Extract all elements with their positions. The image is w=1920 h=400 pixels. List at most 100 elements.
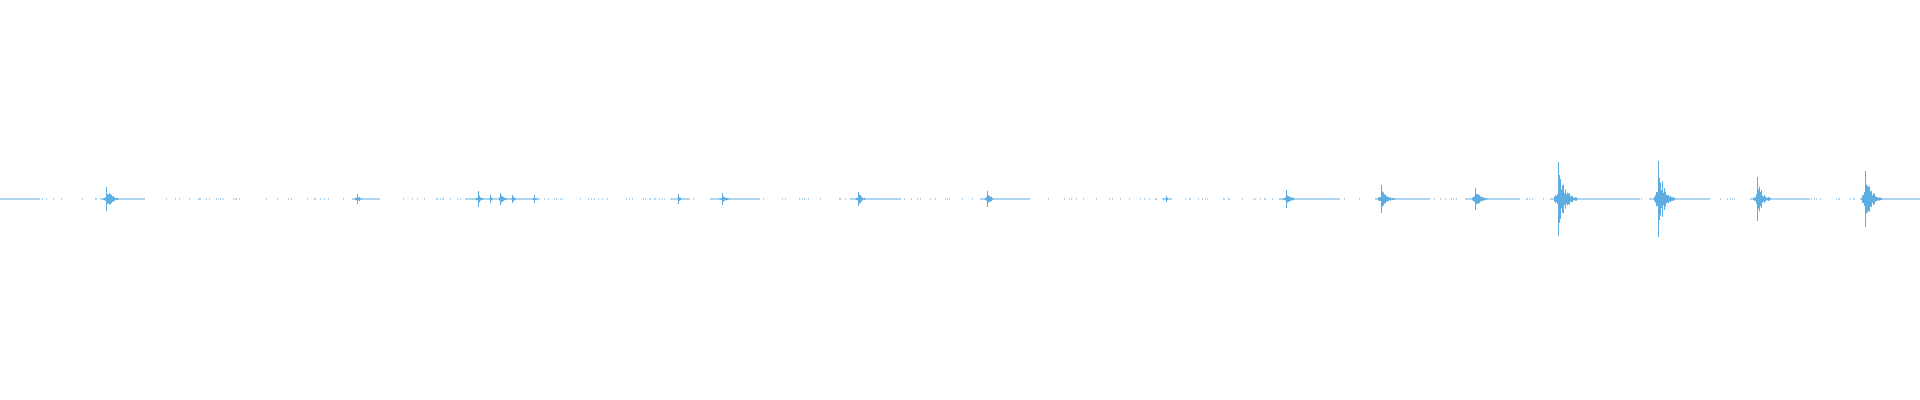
waveform-baseline-sample bbox=[693, 198, 694, 200]
waveform-baseline-sample bbox=[377, 198, 378, 200]
waveform-peak bbox=[987, 191, 988, 207]
waveform-baseline-sample bbox=[1653, 198, 1654, 200]
waveform-peak-tail bbox=[720, 198, 721, 200]
waveform-peak-tail bbox=[114, 197, 115, 201]
waveform-baseline-sample bbox=[1685, 198, 1686, 200]
waveform-baseline-sample bbox=[747, 198, 748, 200]
waveform-baseline-sample bbox=[32, 198, 33, 200]
waveform-baseline-sample bbox=[1401, 198, 1402, 200]
waveform-baseline-sample bbox=[1776, 198, 1777, 200]
waveform-baseline-sample bbox=[712, 198, 713, 200]
waveform-peak-tail bbox=[515, 198, 516, 200]
waveform-baseline-sample bbox=[1910, 198, 1911, 200]
waveform-peak-tail bbox=[365, 198, 366, 200]
waveform-baseline-sample bbox=[875, 198, 876, 200]
waveform-peak-tail bbox=[1555, 195, 1556, 203]
waveform-baseline-sample bbox=[1339, 198, 1340, 200]
waveform-baseline-sample bbox=[1885, 198, 1886, 200]
waveform-baseline-sample bbox=[1281, 198, 1282, 200]
waveform-baseline-sample bbox=[672, 198, 673, 200]
waveform-peak-tail bbox=[495, 198, 496, 200]
waveform-peak-tail bbox=[120, 198, 121, 200]
waveform-baseline-sample bbox=[1605, 198, 1606, 200]
waveform-baseline-sample bbox=[137, 198, 138, 200]
waveform-baseline-sample bbox=[424, 198, 425, 200]
waveform-baseline-sample bbox=[522, 198, 523, 200]
waveform-baseline-sample bbox=[982, 198, 983, 200]
waveform-peak-tail bbox=[501, 195, 502, 203]
waveform-peak-tail bbox=[1382, 191, 1383, 207]
waveform-peak-tail bbox=[1482, 197, 1483, 201]
waveform-baseline-sample bbox=[6, 198, 7, 200]
waveform-baseline-sample bbox=[1610, 198, 1611, 200]
waveform-baseline-sample bbox=[1512, 198, 1513, 200]
waveform-peak-tail bbox=[474, 198, 475, 200]
waveform-baseline-sample bbox=[1021, 198, 1022, 200]
waveform-peak-tail bbox=[1290, 196, 1291, 202]
waveform-baseline-sample bbox=[744, 198, 745, 200]
waveform-peak-tail bbox=[857, 197, 858, 201]
waveform-peak bbox=[722, 193, 723, 205]
waveform-baseline-sample bbox=[1020, 198, 1021, 200]
waveform-baseline-sample bbox=[785, 198, 786, 200]
waveform-peak-tail bbox=[864, 197, 865, 201]
waveform-peak-tail bbox=[1568, 193, 1569, 205]
waveform-baseline-sample bbox=[1027, 198, 1028, 200]
waveform-peak-tail bbox=[1556, 195, 1557, 203]
waveform-baseline-sample bbox=[1806, 198, 1807, 200]
waveform-baseline-sample bbox=[379, 198, 380, 200]
waveform-peak-tail bbox=[993, 198, 994, 200]
waveform-baseline-sample bbox=[853, 198, 854, 200]
waveform-baseline-sample bbox=[1005, 198, 1006, 200]
waveform-baseline-sample bbox=[1838, 198, 1839, 200]
waveform-baseline-sample bbox=[750, 198, 751, 200]
waveform-peak-tail bbox=[986, 197, 987, 201]
waveform-baseline-sample bbox=[1316, 198, 1317, 200]
waveform-baseline-sample bbox=[1696, 198, 1697, 200]
waveform-baseline-sample bbox=[1532, 198, 1533, 200]
waveform-baseline-sample bbox=[166, 198, 167, 200]
waveform-baseline-sample bbox=[1888, 198, 1889, 200]
waveform-baseline-sample bbox=[685, 198, 686, 200]
waveform-peak-tail bbox=[983, 198, 984, 200]
waveform-baseline-sample bbox=[872, 198, 873, 200]
waveform-peak-tail bbox=[509, 198, 510, 200]
waveform-peak-tail bbox=[677, 198, 678, 200]
waveform-baseline-sample bbox=[1628, 198, 1629, 200]
waveform-baseline-sample bbox=[1402, 198, 1403, 200]
waveform-baseline-sample bbox=[1750, 198, 1751, 200]
waveform-baseline-sample bbox=[1632, 198, 1633, 200]
waveform-baseline-sample bbox=[1425, 198, 1426, 200]
waveform-baseline-sample bbox=[123, 198, 124, 200]
waveform-baseline-sample bbox=[1682, 198, 1683, 200]
waveform-baseline-sample bbox=[1583, 198, 1584, 200]
waveform-baseline-sample bbox=[1253, 198, 1254, 200]
waveform-baseline-sample bbox=[1280, 198, 1281, 200]
waveform-baseline-sample bbox=[1427, 198, 1428, 200]
waveform-baseline-sample bbox=[1016, 198, 1017, 200]
waveform-baseline-sample bbox=[1706, 198, 1707, 200]
waveform-baseline-sample bbox=[1302, 198, 1303, 200]
waveform-baseline-sample bbox=[1681, 198, 1682, 200]
waveform-baseline-sample bbox=[529, 198, 530, 200]
waveform-baseline-sample bbox=[96, 198, 97, 200]
waveform-peak-tail bbox=[476, 197, 477, 201]
waveform-baseline-sample bbox=[1622, 198, 1623, 200]
waveform-peak-tail bbox=[1657, 192, 1658, 206]
waveform-peak-tail bbox=[1296, 198, 1297, 200]
waveform-peak-tail bbox=[1668, 194, 1669, 204]
waveform-peak-tail bbox=[1664, 188, 1665, 210]
waveform-baseline-sample bbox=[1801, 198, 1802, 200]
waveform-peak-tail bbox=[107, 194, 108, 204]
waveform-peak-tail bbox=[361, 198, 362, 200]
waveform-baseline-sample bbox=[403, 198, 404, 200]
waveform-baseline-sample bbox=[1329, 198, 1330, 200]
waveform-peak-tail bbox=[1488, 198, 1489, 200]
waveform-baseline-sample bbox=[594, 198, 595, 200]
waveform-baseline-sample bbox=[885, 198, 886, 200]
waveform-baseline-sample bbox=[1516, 198, 1517, 200]
waveform-baseline-sample bbox=[1337, 198, 1338, 200]
waveform-baseline-sample bbox=[556, 198, 557, 200]
waveform-peak bbox=[490, 195, 491, 203]
waveform-peak-tail bbox=[1655, 195, 1656, 203]
